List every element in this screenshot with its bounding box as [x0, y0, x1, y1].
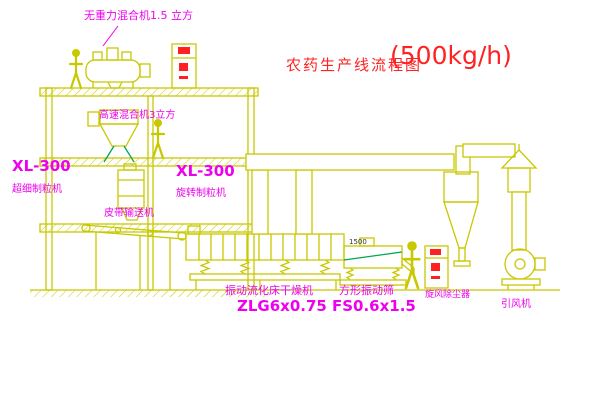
high-speed-mixer [87, 109, 140, 163]
diagram-title: 农药生产线流程图 [286, 56, 423, 74]
label-belt-conveyor: 皮带输送机 [104, 208, 154, 219]
leader-lines [102, 25, 119, 47]
cyclone-separator [443, 171, 479, 267]
worker-figure [403, 239, 421, 290]
control-cabinet-ground [424, 245, 449, 289]
worker-figure [150, 117, 166, 160]
label-dryer-name: 振动流化床干燥机 [225, 284, 313, 297]
control-cabinet-top [171, 43, 197, 89]
gravity-free-mixer [85, 47, 151, 89]
label-dryer-model: ZLG6x0.75 [237, 297, 327, 315]
label-screen-model: FS0.6x1.5 [332, 297, 416, 315]
indicator-marks [178, 47, 190, 79]
label-granulator-right-model: XL-300 [176, 162, 235, 180]
fluid-bed-dryer [185, 225, 345, 290]
indicator-marks [430, 249, 441, 279]
building-frame [30, 87, 560, 297]
worker-figure [68, 47, 84, 90]
belt-conveyor [81, 223, 187, 290]
induced-draft-fan [501, 248, 546, 290]
vibrating-screen [339, 237, 415, 286]
label-cyclone: 旋风除尘器 [425, 290, 471, 300]
diagram-capacity: (500kg/h) [390, 41, 512, 70]
label-high-speed-mixer: 高速混合机3立方 [99, 110, 176, 121]
exhaust-stack-vent [500, 144, 538, 251]
label-screen-dimension: 1500 [349, 238, 367, 246]
label-screen-name: 方形振动筛 [339, 284, 394, 297]
label-granulator-left-name: 超细制粒机 [12, 184, 62, 195]
label-fan: 引风机 [501, 299, 531, 310]
label-granulator-right-name: 旋转制粒机 [176, 188, 226, 199]
label-gravity-mixer: 无重力混合机1.5 立方 [84, 9, 193, 22]
label-granulator-left-model: XL-300 [12, 157, 71, 175]
granulator [117, 163, 145, 221]
exhaust-ducting [245, 143, 516, 235]
